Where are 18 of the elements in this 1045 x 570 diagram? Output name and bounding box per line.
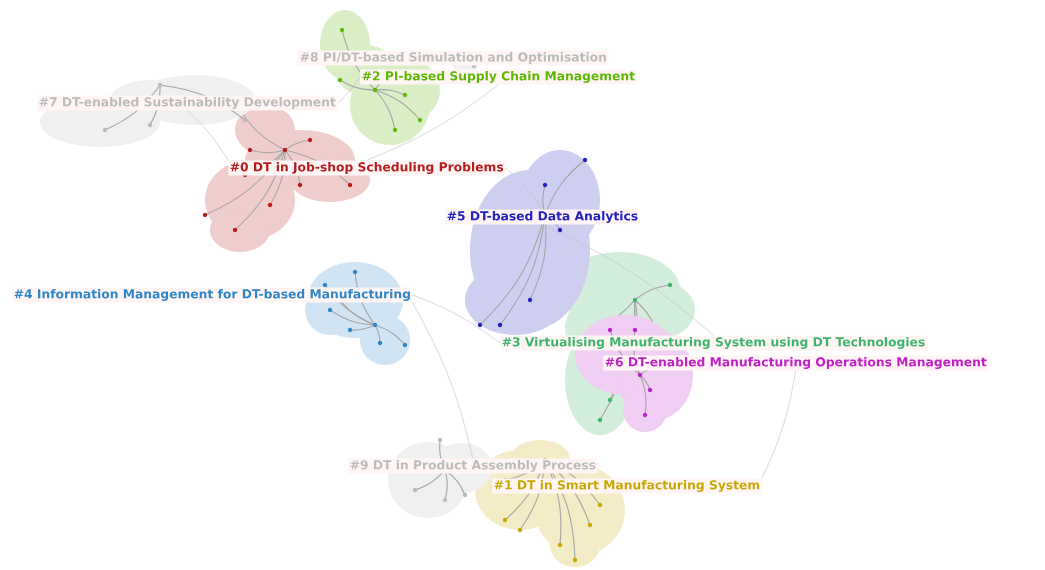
cluster-label: #2 PI-based Supply Chain Management — [360, 69, 637, 85]
cluster-label: #7 DT-enabled Sustainability Development — [37, 95, 338, 111]
link-line — [412, 302, 474, 459]
cluster-label: #4 Information Management for DT-based Manufacturing — [12, 287, 413, 303]
link-line — [412, 294, 501, 344]
link-line — [542, 224, 714, 336]
link-line — [337, 76, 361, 104]
cluster-label: #9 DT in Product Assembly Process — [348, 458, 598, 474]
link-line — [366, 84, 499, 161]
cluster-label: #1 DT in Smart Manufacturing System — [492, 478, 762, 494]
cluster-label: #3 Virtualising Manufacturing System using DT Technologies — [500, 335, 927, 351]
link-line — [761, 370, 797, 479]
cluster-label: #6 DT-enabled Manufacturing Operations Management — [603, 355, 989, 371]
cluster-label: #8 PI/DT-based Simulation and Optimisation — [298, 50, 609, 66]
cluster-label: #5 DT-based Data Analytics — [445, 209, 640, 225]
link-line — [186, 110, 229, 161]
link-line — [505, 167, 543, 210]
cluster-label: #0 DT in Job-shop Scheduling Problems — [228, 160, 506, 176]
